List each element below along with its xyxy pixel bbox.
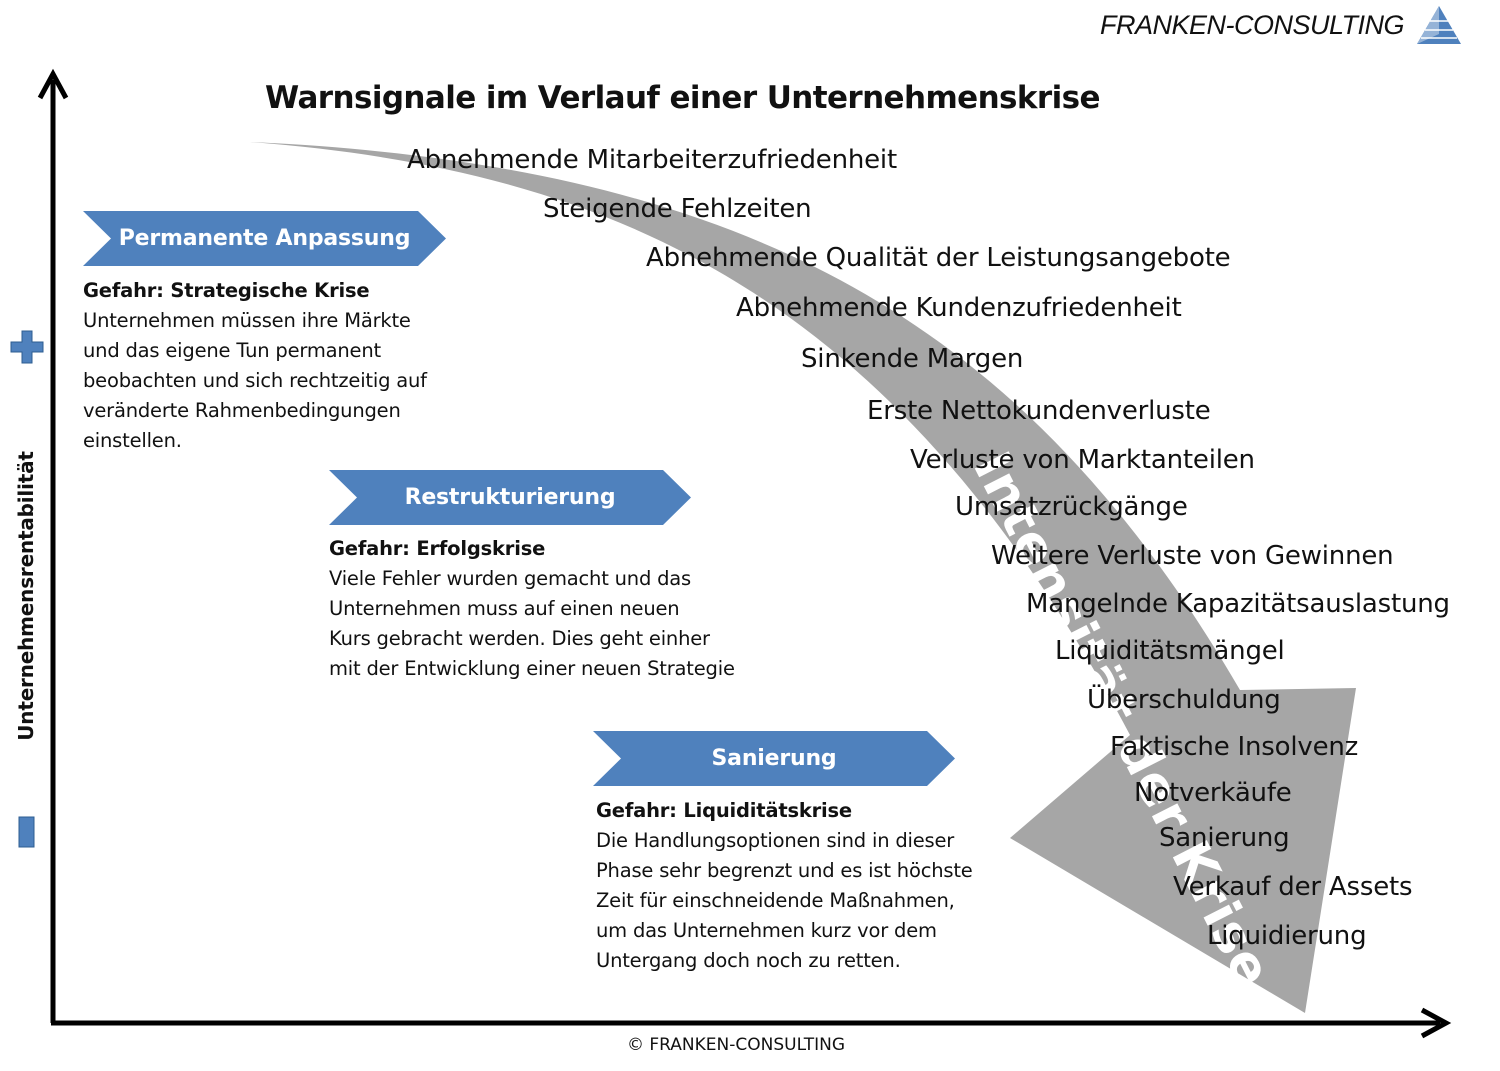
signal-item: Liquidierung <box>1207 921 1367 951</box>
signal-item: Sinkende Margen <box>801 344 1024 374</box>
phase-text-line: Viele Fehler wurden gemacht und das <box>329 567 692 590</box>
signal-item: Erste Nettokundenverluste <box>867 396 1211 426</box>
phase-danger: Gefahr: Strategische Krise <box>83 279 370 302</box>
phase-text-line: mit der Entwicklung einer neuen Strategi… <box>329 657 735 680</box>
signal-item: Liquiditätsmängel <box>1055 636 1285 666</box>
phase-text-line: und das eigene Tun permanent <box>83 339 381 362</box>
page-title: Warnsignale im Verlauf einer Unternehmen… <box>265 80 1101 116</box>
signal-item: Abnehmende Qualität der Leistungsangebot… <box>646 243 1231 273</box>
x-axis-arrowhead <box>1420 1007 1452 1039</box>
y-axis-arrowhead <box>37 68 69 100</box>
signal-item: Sanierung <box>1159 823 1290 853</box>
minus-icon <box>18 816 35 848</box>
phase-banner-restrukturierung: Restrukturierung <box>329 470 691 525</box>
phase-text-line: Phase sehr begrenzt und es ist höchste <box>596 859 973 882</box>
signal-item: Überschuldung <box>1087 685 1281 715</box>
signal-item: Faktische Insolvenz <box>1110 732 1359 762</box>
phase-text-line: Unternehmen muss auf einen neuen <box>329 597 680 620</box>
phase-description: Gefahr: Liquiditätskrise Die Handlungsop… <box>596 796 973 976</box>
banner-chevron-shape <box>593 731 955 786</box>
banner-chevron-shape <box>329 470 691 525</box>
phase-text-line: Untergang doch noch zu retten. <box>596 949 901 972</box>
phase-description: Gefahr: Erfolgskrise Viele Fehler wurden… <box>329 534 735 684</box>
phase-banner-label: Restrukturierung <box>404 485 616 510</box>
signal-item: Notverkäufe <box>1134 778 1292 808</box>
banner-chevron-shape <box>83 211 446 266</box>
signal-item: Verluste von Marktanteilen <box>910 445 1255 475</box>
pyramid-icon <box>1417 6 1461 44</box>
signal-item: Weitere Verluste von Gewinnen <box>991 541 1394 571</box>
signal-item: Abnehmende Kundenzufriedenheit <box>736 293 1182 323</box>
phase-text-line: beobachten und sich rechtzeitig auf <box>83 369 427 392</box>
signal-item: Steigende Fehlzeiten <box>543 194 812 224</box>
signal-item: Mangelnde Kapazitätsauslastung <box>1026 589 1450 619</box>
phase-banner-permanente-anpassung: Permanente Anpassung <box>83 211 446 266</box>
phase-banner-label: Permanente Anpassung <box>118 226 411 251</box>
phase-text-line: Kurs gebracht werden. Dies geht einher <box>329 627 710 650</box>
phase-text-line: Die Handlungsoptionen sind in dieser <box>596 829 955 852</box>
phase-banner-label: Sanierung <box>711 746 837 771</box>
brand-name: FRANKEN-CONSULTING <box>1100 10 1405 40</box>
phase-description: Gefahr: Strategische Krise Unternehmen m… <box>83 276 427 456</box>
phase-text-line: Zeit für einschneidende Maßnahmen, <box>596 889 955 912</box>
phase-text-line: veränderte Rahmenbedingungen <box>83 399 401 422</box>
signal-item: Verkauf der Assets <box>1173 872 1413 902</box>
phase-banner-sanierung: Sanierung <box>593 731 955 786</box>
phase-text-line: um das Unternehmen kurz vor dem <box>596 919 937 942</box>
signal-item: Umsatzrückgänge <box>955 492 1188 522</box>
plus-icon <box>10 330 44 364</box>
signal-item: Abnehmende Mitarbeiterzufriedenheit <box>407 145 897 175</box>
phase-danger: Gefahr: Erfolgskrise <box>329 537 546 560</box>
phase-text-line: einstellen. <box>83 429 182 452</box>
crisis-intensity-arrow <box>250 142 1356 1013</box>
y-axis-label: Unternehmensrentabilität <box>14 451 38 741</box>
phase-text-line: Unternehmen müssen ihre Märkte <box>83 309 411 332</box>
copyright: © FRANKEN-CONSULTING <box>627 1035 846 1055</box>
phase-danger: Gefahr: Liquiditätskrise <box>596 799 852 822</box>
